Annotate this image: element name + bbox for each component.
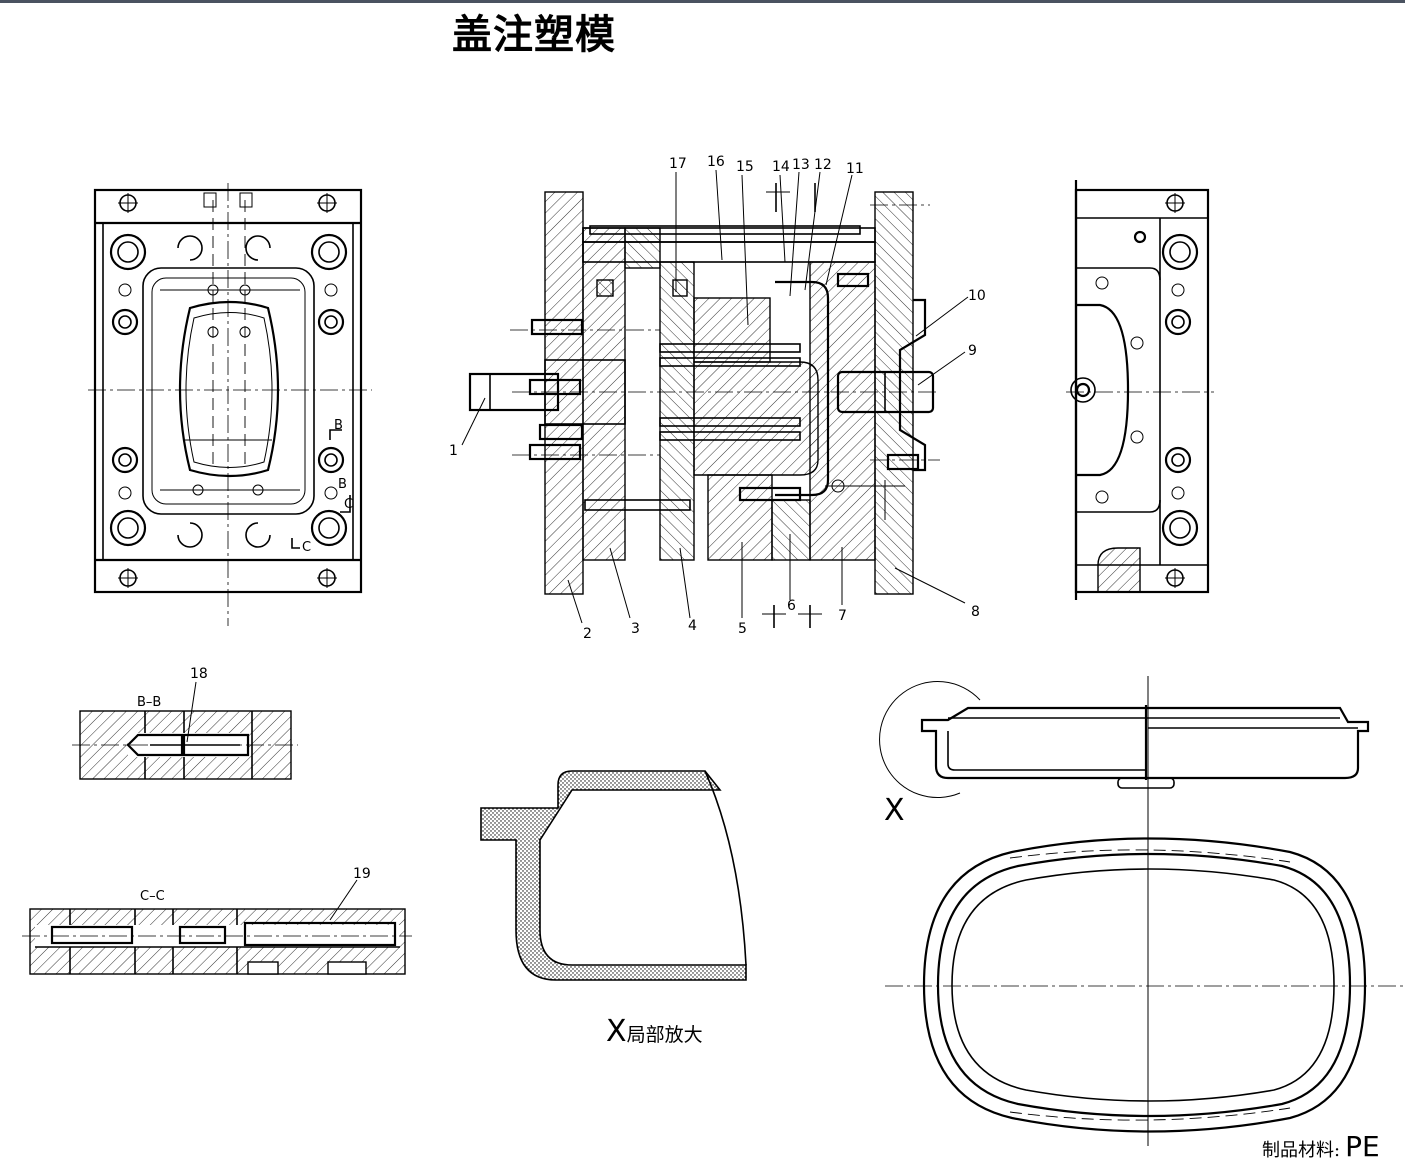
detail-caption: X局部放大 bbox=[606, 1014, 703, 1049]
section-cc: C–C 19 bbox=[22, 866, 412, 975]
detail-caption-text: 局部放大 bbox=[626, 1024, 703, 1046]
part-number-16: 16 bbox=[707, 154, 725, 170]
material-value: PE bbox=[1345, 1130, 1380, 1163]
part-number-7: 7 bbox=[838, 608, 847, 624]
screws-center bbox=[528, 272, 920, 502]
section-mark-b-top: B bbox=[334, 418, 343, 433]
section-cc-label: C–C bbox=[140, 889, 165, 904]
cooling-fitting-icons bbox=[177, 192, 271, 548]
part-number-19: 19 bbox=[353, 866, 371, 882]
part-number-6: 6 bbox=[787, 598, 796, 614]
drawing-title: 盖注塑模 bbox=[452, 11, 616, 58]
plan-view-right bbox=[1066, 180, 1214, 600]
part-number-labels: 1 2 3 4 5 6 7 8 9 10 11 12 13 14 15 16 1… bbox=[449, 154, 986, 642]
mold-section-view: 1 2 3 4 5 6 7 8 9 10 11 12 13 14 15 16 1… bbox=[449, 154, 986, 642]
ejector-pins bbox=[584, 225, 861, 511]
part-number-12: 12 bbox=[814, 157, 832, 173]
part-number-11: 11 bbox=[846, 161, 864, 177]
part-number-2: 2 bbox=[583, 626, 592, 642]
section-mark-b-bottom: B bbox=[338, 477, 347, 492]
part-number-13: 13 bbox=[792, 157, 810, 173]
plan-view-left: B B C C bbox=[88, 183, 372, 626]
section-bb-label: B–B bbox=[137, 695, 161, 710]
top-border bbox=[0, 0, 1405, 3]
internal-lines bbox=[160, 200, 300, 491]
part-number-14: 14 bbox=[772, 159, 790, 175]
section-bb: B–B 18 bbox=[72, 666, 298, 780]
section-mark-c-top: C bbox=[344, 497, 353, 512]
material-note: 制品材料: PE bbox=[1262, 1130, 1380, 1163]
bottom-clamp-plate bbox=[874, 191, 914, 595]
part-number-18: 18 bbox=[190, 666, 208, 682]
guide-bushing-icons bbox=[109, 233, 348, 547]
part-number-1: 1 bbox=[449, 443, 458, 459]
product-side-view: X bbox=[879, 676, 1370, 1146]
parting-line-marks bbox=[762, 183, 822, 628]
right-bushing-icons bbox=[1070, 193, 1199, 588]
screw-icons bbox=[118, 193, 338, 588]
section-mark-c-bottom: C bbox=[302, 540, 311, 555]
part-number-9: 9 bbox=[968, 343, 977, 359]
detail-x-enlarged bbox=[480, 770, 747, 981]
part-number-3: 3 bbox=[631, 621, 640, 637]
part-number-15: 15 bbox=[736, 159, 754, 175]
leader-lines bbox=[461, 169, 969, 624]
detail-caption-letter: X bbox=[606, 1014, 627, 1049]
detail-x-mark: X bbox=[884, 793, 905, 828]
part-number-8: 8 bbox=[971, 604, 980, 620]
product-plan-view bbox=[885, 837, 1405, 1133]
part-number-10: 10 bbox=[968, 288, 986, 304]
material-label: 制品材料: bbox=[1262, 1140, 1341, 1161]
part-number-17: 17 bbox=[669, 156, 687, 172]
springs bbox=[596, 279, 688, 297]
section-marks-left: B B C C bbox=[291, 418, 353, 555]
part-number-4: 4 bbox=[688, 618, 697, 634]
part-number-5: 5 bbox=[738, 621, 747, 637]
